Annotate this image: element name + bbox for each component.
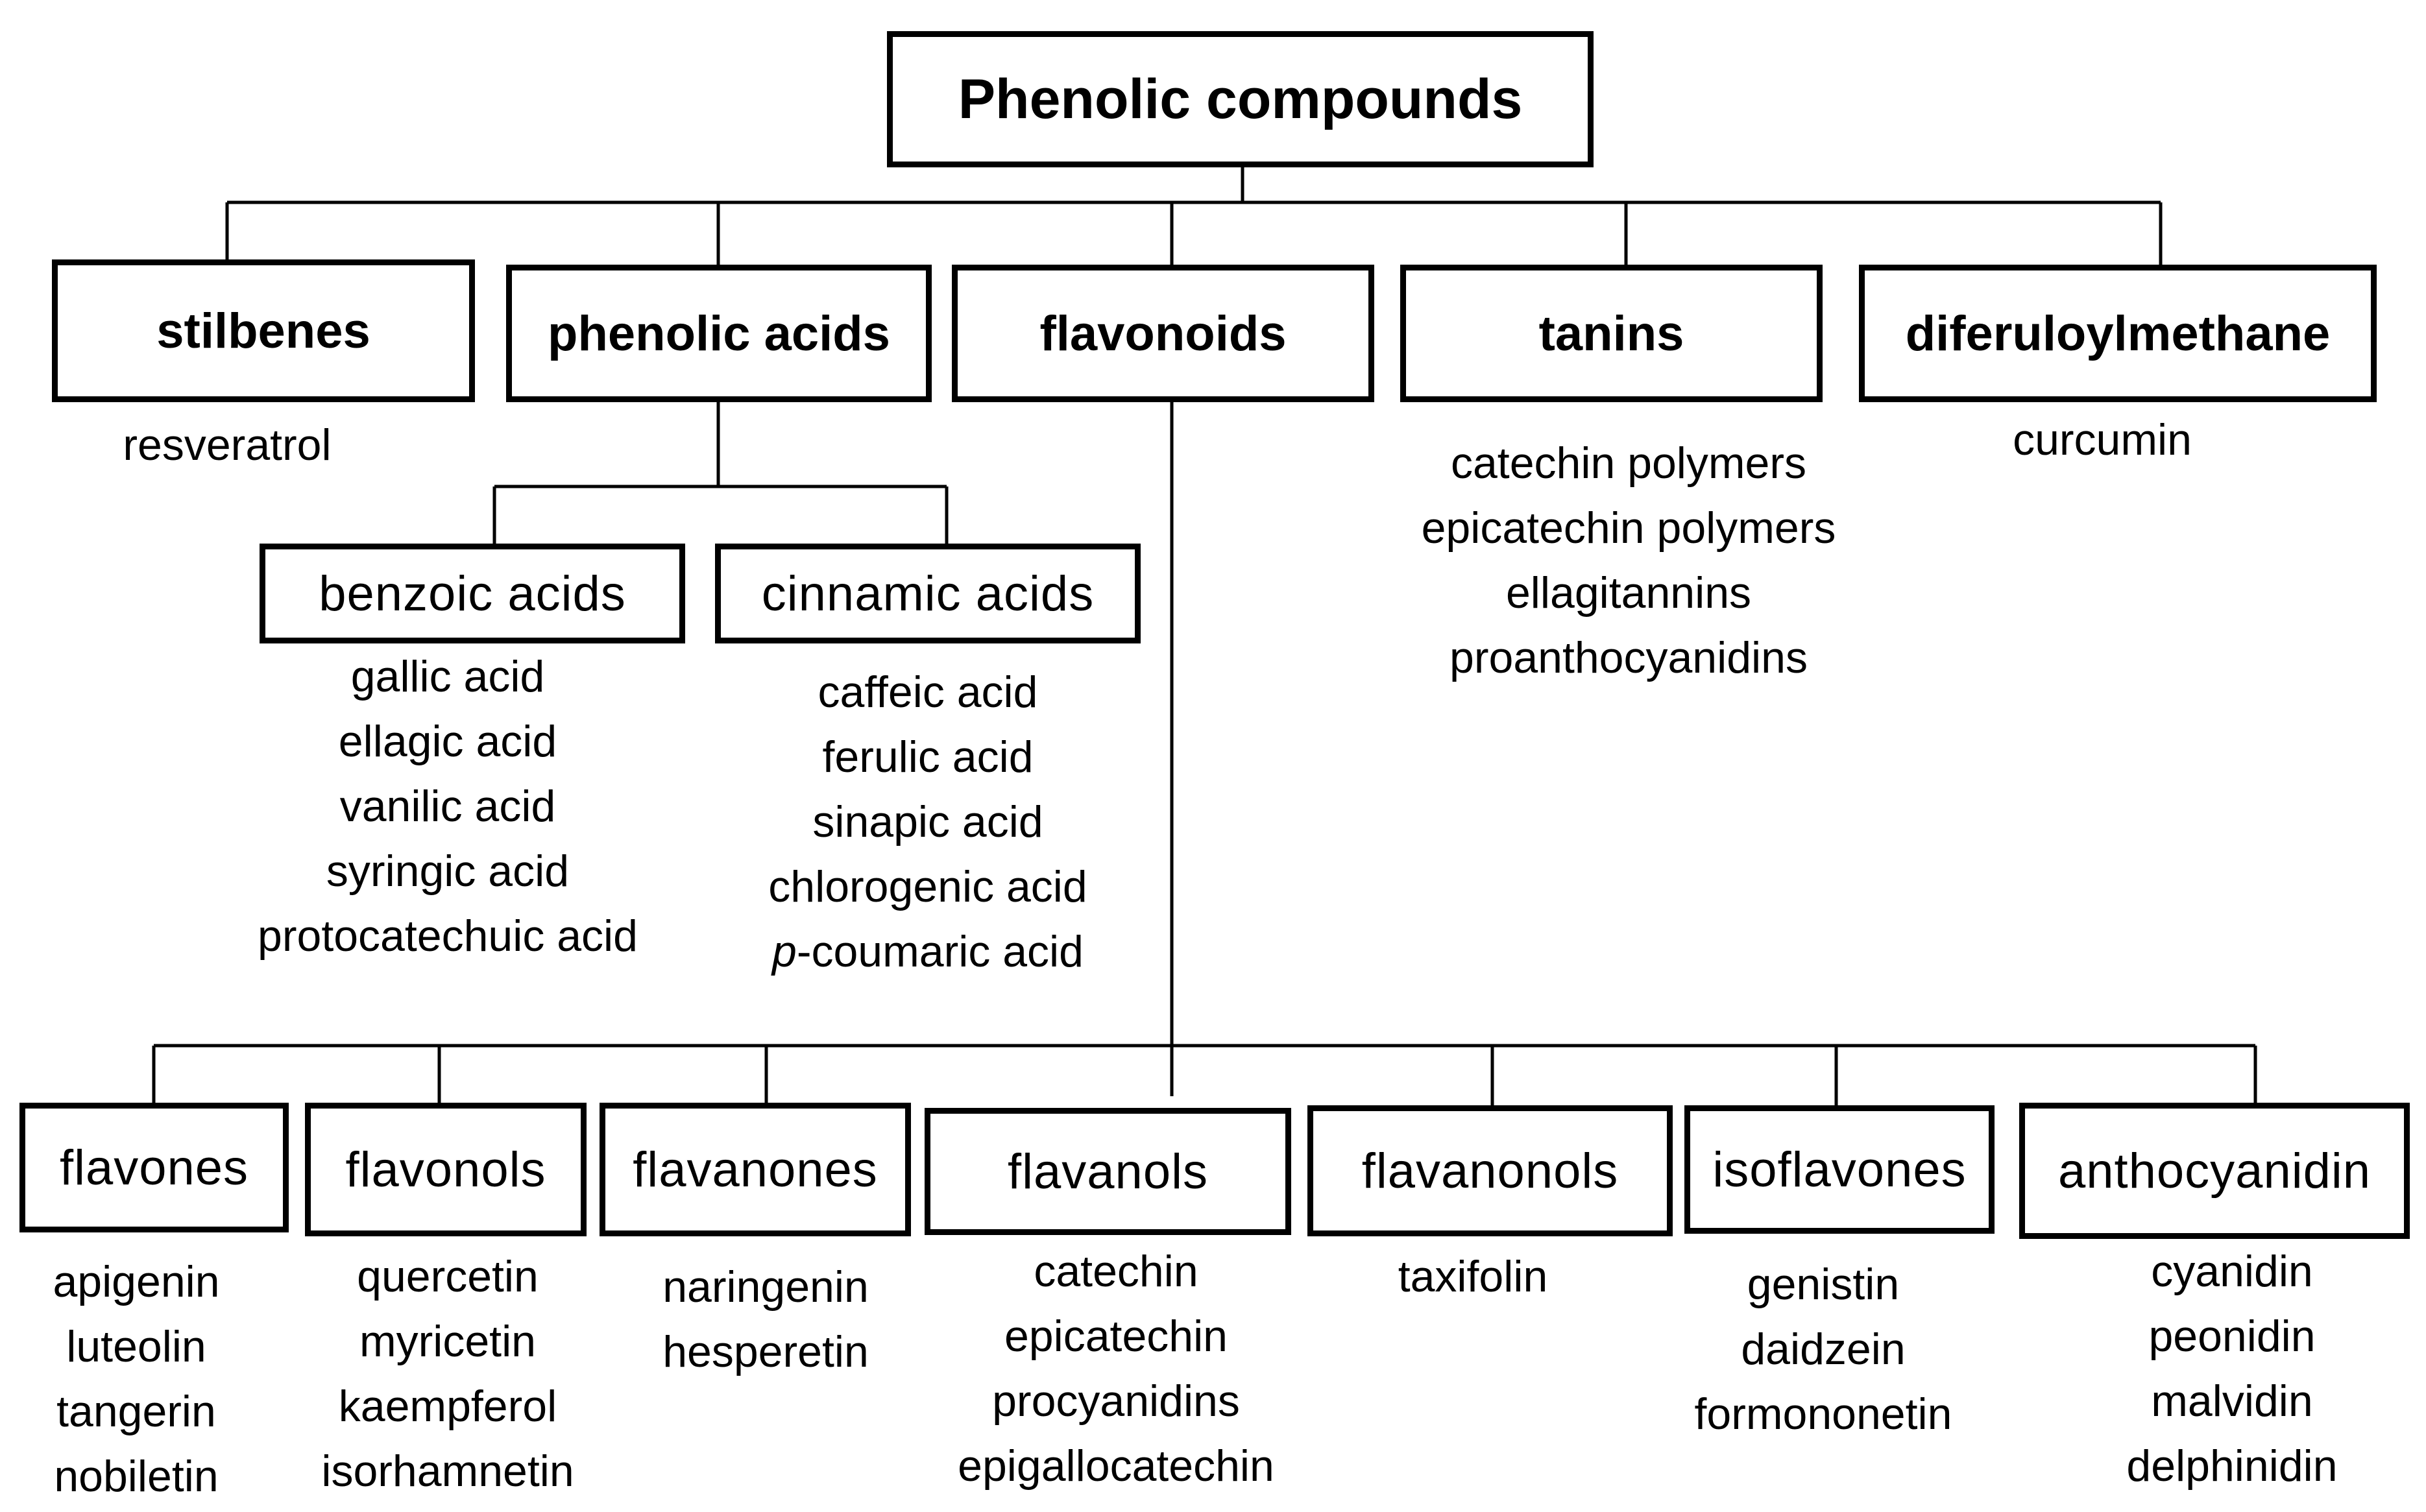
list-item: taxifolin [1398,1252,1548,1301]
diferuloylmethane-examples: curcumin [1947,407,2258,472]
flavones-examples: apigenin luteolin tangerin nobiletin [19,1249,253,1509]
list-item: luteolin [66,1322,206,1371]
list-item: isorhamnetin [321,1446,574,1496]
list-item: tangerin [56,1387,216,1436]
subclass-label: flavanonols [1361,1143,1619,1199]
list-item: malvidin [2151,1376,2313,1426]
anthocyanidin-examples: cyanidin peonidin malvidin delphinidin [2076,1239,2388,1498]
list-item-p-coumaric: p-coumaric acid [701,919,1155,984]
cinnamic-acids-examples: caffeic acid ferulic acid sinapic acid c… [701,660,1155,984]
list-item: apigenin [53,1257,220,1306]
list-item: sinapic acid [812,797,1043,846]
list-item: formononetin [1694,1389,1952,1439]
list-item: caffeic acid [818,667,1038,717]
subclass-label: anthocyanidin [2057,1143,2371,1199]
list-item: ellagitannins [1505,568,1752,618]
subclass-label: flavonols [345,1142,546,1197]
subclass-box-cinnamic-acids: cinnamic acids [715,544,1141,643]
list-item: myricetin [359,1317,537,1366]
list-item: resveratrol [123,420,332,470]
flavanols-examples: catechin epicatechin procyanidins epigal… [921,1239,1311,1498]
subclass-label: cinnamic acids [761,566,1095,621]
stilbenes-examples: resveratrol [78,413,376,477]
list-item: epicatechin polymers [1421,503,1836,553]
flavonols-examples: quercetin myricetin kaempferol isorhamne… [305,1244,590,1504]
class-box-phenolic-acids: phenolic acids [506,265,932,402]
italic-prefix: p [772,927,797,976]
class-label: phenolic acids [548,306,890,361]
subclass-label: flavones [59,1140,249,1195]
subclass-box-benzoic-acids: benzoic acids [260,544,685,643]
list-item: curcumin [2013,415,2192,464]
class-label: diferuloylmethane [1905,306,2331,361]
list-item: syringic acid [326,846,570,896]
class-label: flavonoids [1039,306,1287,361]
subclass-box-flavonols: flavonols [305,1103,587,1236]
list-item: genistin [1747,1260,1900,1309]
list-item: catechin [1034,1247,1198,1296]
root-label: Phenolic compounds [958,67,1523,130]
subclass-label: flavanols [1008,1144,1208,1199]
subclass-box-flavanones: flavanones [600,1103,911,1236]
benzoic-acids-examples: gallic acid ellagic acid vanilic acid sy… [221,644,675,968]
list-item: ferulic acid [822,732,1034,782]
list-item: quercetin [357,1252,539,1301]
class-box-tanins: tanins [1400,265,1823,402]
list-item: epigallocatechin [958,1441,1274,1491]
flavanones-examples: naringenin hesperetin [623,1254,908,1384]
list-item: proanthocyanidins [1450,633,1808,682]
list-item: peonidin [2148,1312,2316,1361]
isoflavones-examples: genistin daidzein formononetin [1655,1252,1992,1446]
list-item: chlorogenic acid [768,862,1087,911]
list-item: nobiletin [54,1452,219,1501]
subclass-box-flavones: flavones [19,1103,289,1232]
list-item: kaempferol [338,1382,557,1431]
subclass-label: isoflavones [1712,1142,1967,1197]
class-box-diferuloylmethane: diferuloylmethane [1859,265,2377,402]
subclass-box-anthocyanidin: anthocyanidin [2019,1103,2410,1239]
root-box: Phenolic compounds [887,31,1594,167]
suffix: -coumaric acid [796,927,1084,976]
list-item: vanilic acid [339,782,556,831]
subclass-box-flavanonols: flavanonols [1307,1105,1673,1236]
tanins-examples: catechin polymers epicatechin polymers e… [1376,431,1882,690]
flavanonols-examples: taxifolin [1343,1244,1603,1309]
subclass-label: benzoic acids [319,566,626,621]
subclass-box-isoflavones: isoflavones [1684,1105,1995,1234]
list-item: daidzein [1741,1325,1906,1374]
class-label: stilbenes [156,303,370,359]
subclass-box-flavanols: flavanols [925,1108,1291,1235]
list-item: protocatechuic acid [258,911,638,961]
list-item: procyanidins [992,1376,1240,1426]
subclass-label: flavanones [633,1142,878,1197]
class-box-flavonoids: flavonoids [952,265,1374,402]
list-item: hesperetin [662,1327,869,1376]
list-item: ellagic acid [338,717,557,766]
list-item: delphinidin [2126,1441,2338,1491]
list-item: cyanidin [2151,1247,2313,1296]
list-item: naringenin [662,1262,869,1312]
class-label: tanins [1538,306,1684,361]
list-item: gallic acid [350,652,545,701]
class-box-stilbenes: stilbenes [52,259,475,402]
list-item: catechin polymers [1450,438,1807,488]
list-item: epicatechin [1004,1312,1228,1361]
